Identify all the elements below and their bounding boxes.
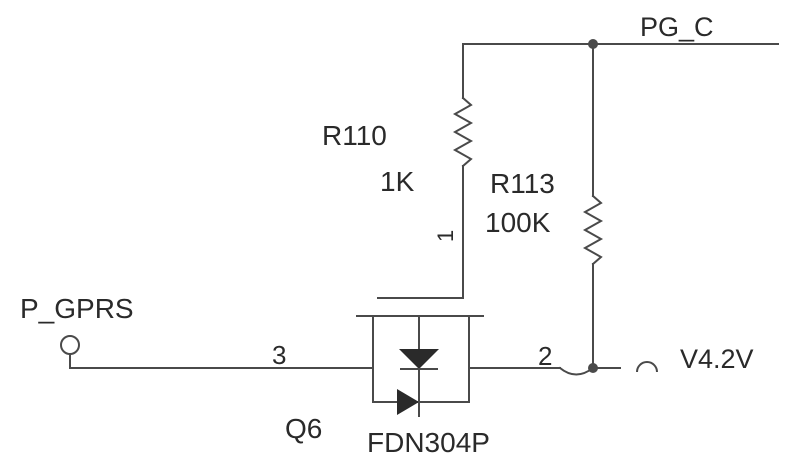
drain-wire [558, 366, 595, 376]
q6-ref: Q6 [285, 413, 322, 444]
r110-ref: R110 [322, 120, 387, 151]
v42-label: V4.2V [680, 344, 754, 374]
q6-mosfet-symbol [356, 315, 561, 417]
r110-pin-1: 1 [433, 230, 458, 242]
q6-part-number: FDN304P [367, 427, 490, 458]
r113-ref: R113 [490, 168, 555, 199]
r113-resistor-symbol [582, 194, 604, 266]
v42-terminal-icon [636, 361, 658, 373]
pg-c-label: PG_C [640, 12, 714, 42]
body-diode-icon [397, 389, 419, 415]
q6-pin-3: 3 [272, 340, 286, 370]
r110-value: 1K [380, 166, 415, 197]
r113-value: 100K [485, 207, 551, 238]
r110-resistor-symbol [452, 96, 474, 168]
body-arrow-icon [399, 349, 439, 369]
p-gprs-terminal-icon [60, 335, 80, 355]
p-gprs-label: P_GPRS [20, 293, 134, 324]
q6-pin-2: 2 [538, 341, 552, 371]
